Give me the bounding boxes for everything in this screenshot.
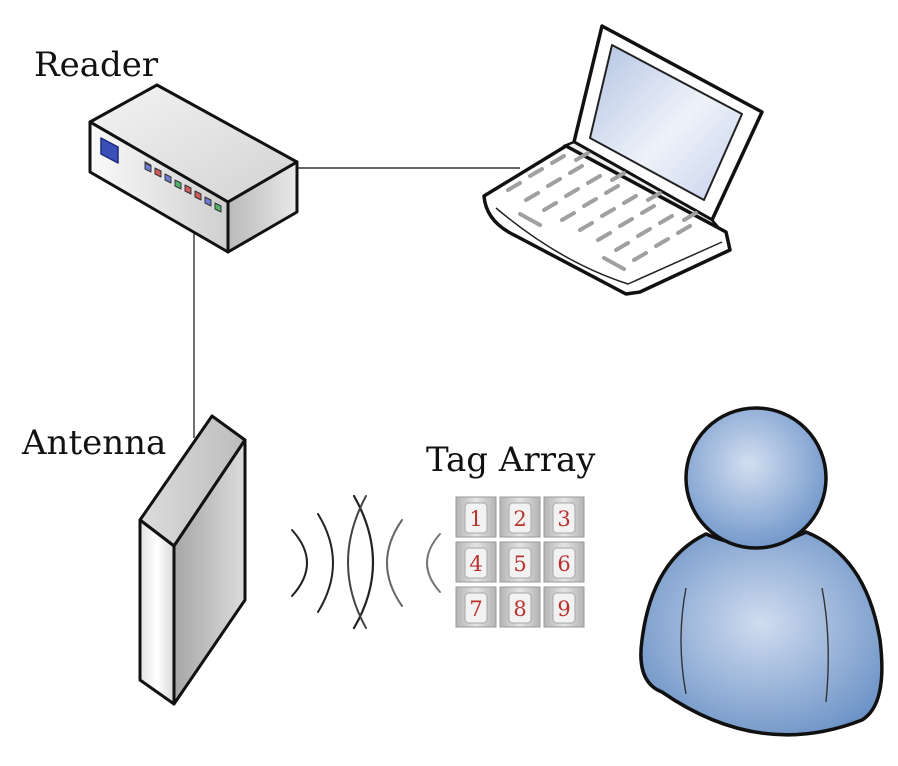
connection-lines xyxy=(193,167,520,438)
antenna-label: Antenna xyxy=(22,423,167,463)
rfid-tag-icon: 2 xyxy=(499,496,541,538)
rfid-tag-icon: 7 xyxy=(455,586,497,628)
laptop-keyboard xyxy=(506,151,698,271)
radio-wave-icon xyxy=(291,494,441,630)
person-icon xyxy=(639,406,884,737)
tag-number-label: 3 xyxy=(557,507,570,531)
rfid-tag-icon: 3 xyxy=(543,496,585,538)
tag-number-label: 4 xyxy=(469,552,482,576)
tag-number-label: 7 xyxy=(469,597,482,621)
rfid-tag-icon: 6 xyxy=(543,541,585,583)
rfid-tag-icon: 8 xyxy=(499,586,541,628)
reader-device-icon xyxy=(88,83,299,254)
rfid-tag-icon: 5 xyxy=(499,541,541,583)
tag-array-label: Tag Array xyxy=(426,440,596,480)
tag-number-label: 5 xyxy=(513,552,526,576)
tag-number-label: 2 xyxy=(513,507,526,531)
tag-number-label: 6 xyxy=(557,552,570,576)
tag-array-grid: 1 2 3 4 5 6 7 8 9 xyxy=(455,496,585,628)
tag-number-label: 9 xyxy=(557,597,570,621)
antenna-panel-icon xyxy=(138,414,247,706)
reader-label: Reader xyxy=(34,45,159,85)
tag-number-label: 1 xyxy=(469,507,482,531)
tag-number-label: 8 xyxy=(513,597,526,621)
rfid-tag-icon: 9 xyxy=(543,586,585,628)
laptop-icon xyxy=(482,24,764,296)
rfid-tag-icon: 4 xyxy=(455,541,497,583)
rfid-tag-icon: 1 xyxy=(455,496,497,538)
